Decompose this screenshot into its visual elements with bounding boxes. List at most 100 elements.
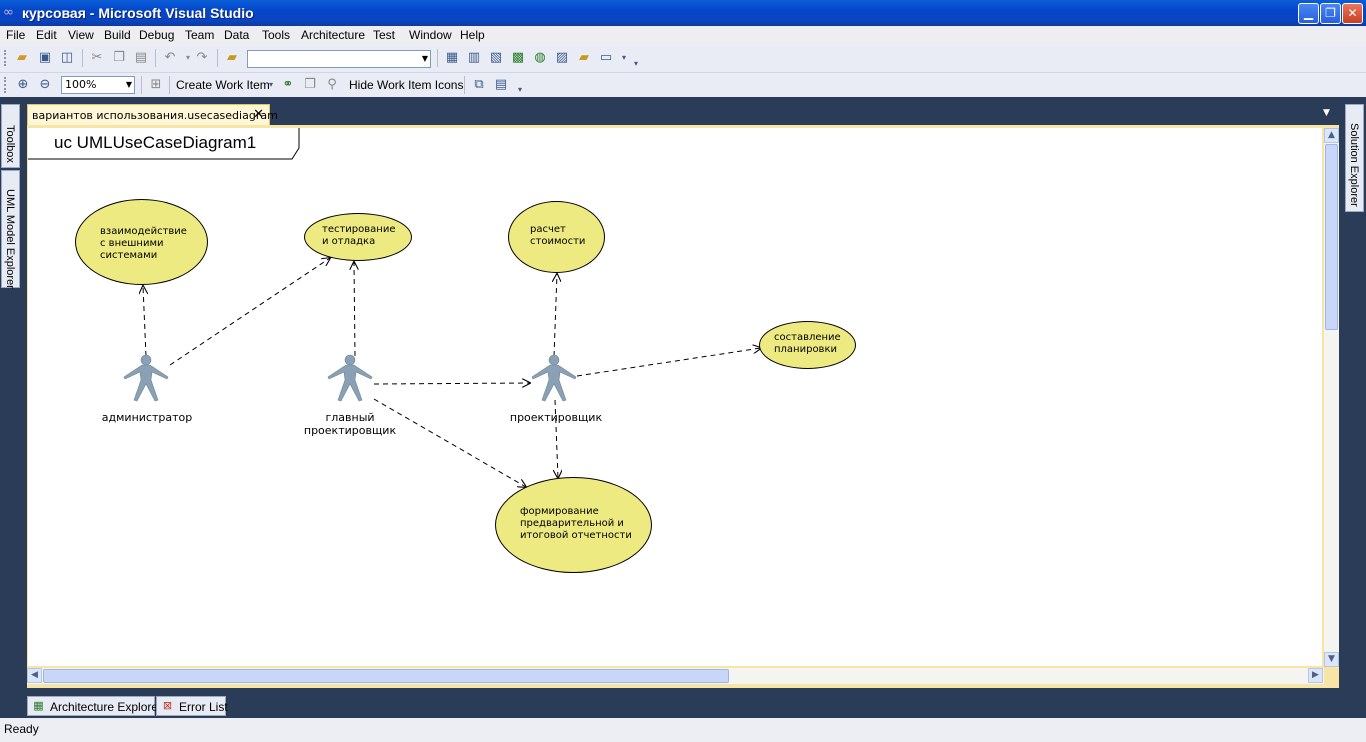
vertical-scrollbar[interactable]: ▲ ▼ bbox=[1324, 128, 1339, 667]
status-bar: Ready bbox=[0, 718, 1366, 742]
scroll-left-icon[interactable]: ◀ bbox=[27, 668, 42, 683]
toolbar-grip[interactable] bbox=[4, 50, 9, 66]
close-tab-icon[interactable]: ✕ bbox=[253, 107, 264, 122]
export-diagram-icon[interactable]: ▤ bbox=[494, 77, 508, 92]
start-page-icon[interactable]: ◍ bbox=[534, 50, 546, 65]
paste-icon[interactable]: ▤ bbox=[134, 50, 148, 65]
dependency-line bbox=[555, 399, 558, 478]
create-work-item-dropdown-icon[interactable]: ▾ bbox=[268, 80, 273, 89]
zoom-in-icon[interactable]: ⊕ bbox=[17, 77, 29, 92]
uml-model-explorer-tab[interactable]: UML Model Explorer bbox=[1, 170, 20, 289]
title-bar: ∞ курсовая - Microsoft Visual Studio ▁ ❐… bbox=[0, 0, 1366, 26]
open-folder-icon[interactable]: ▰ bbox=[17, 50, 27, 65]
scroll-down-icon[interactable]: ▼ bbox=[1324, 652, 1339, 667]
zoom-out-icon[interactable]: ⊖ bbox=[39, 77, 51, 92]
menu-view[interactable]: View bbox=[68, 28, 94, 42]
toolbar-separator bbox=[437, 49, 438, 67]
document-tab[interactable]: вариантов использования.usecasediagram ✕ bbox=[27, 104, 278, 125]
class-view-icon[interactable]: ▨ bbox=[555, 50, 569, 65]
use-case-uc5[interactable]: формирование предварительной и итоговой … bbox=[495, 477, 652, 573]
use-case-uc2[interactable]: тестирование и отладка bbox=[304, 213, 412, 261]
toolbox-icon[interactable]: ▩ bbox=[511, 50, 525, 65]
menu-architecture[interactable]: Architecture bbox=[301, 28, 366, 42]
use-case-label: формирование предварительной и итоговой … bbox=[520, 506, 632, 541]
solution-explorer-icon[interactable]: ▦ bbox=[445, 50, 459, 65]
use-case-uc3[interactable]: расчет стоимости bbox=[508, 201, 605, 273]
scroll-up-icon[interactable]: ▲ bbox=[1324, 128, 1339, 143]
menu-tools[interactable]: Tools bbox=[262, 28, 291, 42]
toolbar-separator bbox=[217, 49, 218, 67]
menu-data[interactable]: Data bbox=[224, 28, 250, 42]
diagram-canvas[interactable]: uc UMLUseCaseDiagram1 bbox=[28, 128, 1322, 666]
properties-icon[interactable]: ▥ bbox=[467, 50, 481, 65]
menu-team[interactable]: Team bbox=[185, 28, 215, 42]
navigate-icon[interactable]: ▰ bbox=[227, 50, 237, 65]
copy-icon[interactable]: ❐ bbox=[113, 50, 125, 65]
actor-label[interactable]: администратор bbox=[101, 411, 193, 424]
error-list-tab[interactable]: ⊠ Error List bbox=[156, 696, 228, 716]
actor-label[interactable]: проектировщик bbox=[509, 411, 603, 424]
use-case-label: составление планировки bbox=[774, 332, 841, 355]
view-work-items-icon[interactable]: ❐ bbox=[304, 77, 316, 92]
save-icon[interactable]: ▣ bbox=[38, 50, 52, 65]
menu-debug[interactable]: Debug bbox=[139, 28, 175, 42]
work-item-link-icon[interactable]: ⊞ bbox=[150, 77, 162, 92]
diagram-editor: uc UMLUseCaseDiagram1 bbox=[27, 125, 1339, 688]
menu-edit[interactable]: Edit bbox=[36, 28, 57, 42]
minimize-button[interactable]: ▁ bbox=[1298, 3, 1319, 24]
zoom-combo[interactable]: 100% ▼ bbox=[61, 76, 135, 94]
redo-icon[interactable]: ↷ bbox=[196, 50, 208, 65]
toolbox-tab-label: Toolbox bbox=[4, 125, 16, 163]
dependency-line bbox=[554, 274, 557, 357]
extensions-icon[interactable]: ▰ bbox=[579, 50, 589, 65]
toolbar-grip[interactable] bbox=[4, 77, 9, 93]
save-all-icon[interactable]: ◫ bbox=[60, 50, 74, 65]
horizontal-scrollbar[interactable]: ◀ ▶ bbox=[27, 668, 1324, 684]
close-button[interactable]: ✕ bbox=[1342, 3, 1363, 24]
menu-file[interactable]: File bbox=[6, 28, 26, 42]
error-list-tab-label: Error List bbox=[179, 700, 228, 714]
architecture-explorer-tab[interactable]: ▦ Architecture Explorer bbox=[27, 696, 162, 716]
layout-icon[interactable]: ⧉ bbox=[474, 77, 484, 92]
undo-icon[interactable]: ↶ bbox=[164, 50, 176, 65]
toolbar-separator bbox=[82, 49, 83, 67]
zoom-value: 100% bbox=[65, 78, 97, 91]
remove-link-icon[interactable]: ⚲ bbox=[327, 77, 337, 92]
menu-help[interactable]: Help bbox=[460, 28, 485, 42]
undo-dropdown-icon[interactable]: ▾ bbox=[185, 53, 190, 62]
dependency-lines bbox=[123, 128, 1322, 666]
toolbar-options-icon[interactable]: ▾ bbox=[633, 59, 638, 68]
maximize-button[interactable]: ❐ bbox=[1320, 3, 1341, 24]
toolbar-options-icon[interactable]: ▾ bbox=[517, 85, 522, 94]
error-list-icon: ⊠ bbox=[162, 699, 173, 712]
toolbar-dropdown-icon[interactable]: ▾ bbox=[621, 53, 626, 62]
horizontal-scroll-thumb[interactable] bbox=[43, 669, 729, 683]
hide-work-item-icons-button[interactable]: Hide Work Item Icons bbox=[349, 78, 464, 92]
menu-build[interactable]: Build bbox=[104, 28, 131, 42]
dependency-line bbox=[576, 348, 761, 377]
actor-label[interactable]: главный проектировщик bbox=[303, 411, 397, 437]
architecture-explorer-icon: ▦ bbox=[33, 699, 44, 712]
cut-icon[interactable]: ✂ bbox=[91, 50, 103, 65]
architecture-explorer-tab-label: Architecture Explorer bbox=[50, 700, 163, 714]
document-list-dropdown-icon[interactable]: ▼ bbox=[1323, 108, 1330, 118]
use-case-uc4[interactable]: составление планировки bbox=[759, 321, 856, 369]
toolbox-tab[interactable]: Toolbox bbox=[1, 104, 20, 168]
left-tool-strip: Toolbox UML Model Explorer bbox=[0, 100, 22, 290]
create-work-item-button[interactable]: Create Work Item bbox=[176, 78, 270, 92]
diagram-toolbar: ⊕ ⊖ 100% ▼ ⊞ Create Work Item ▾ ⚭ ❐ ⚲ Hid… bbox=[0, 73, 1366, 97]
object-browser-icon[interactable]: ▧ bbox=[489, 50, 503, 65]
scroll-right-icon[interactable]: ▶ bbox=[1308, 668, 1323, 683]
chevron-down-icon: ▼ bbox=[125, 80, 132, 89]
dependency-line bbox=[143, 286, 146, 357]
menu-test[interactable]: Test bbox=[373, 28, 396, 42]
solution-explorer-tab[interactable]: Solution Explorer bbox=[1345, 104, 1364, 212]
menu-window[interactable]: Window bbox=[409, 28, 452, 42]
use-case-uc1[interactable]: взаимодействие с внешними системами bbox=[75, 199, 208, 285]
vertical-scroll-thumb[interactable] bbox=[1325, 144, 1338, 330]
search-combo[interactable]: ▼ bbox=[247, 50, 431, 68]
dependency-line bbox=[169, 258, 330, 366]
command-window-icon[interactable]: ▭ bbox=[599, 50, 613, 65]
status-text: Ready bbox=[4, 722, 39, 736]
link-work-item-icon[interactable]: ⚭ bbox=[282, 77, 294, 92]
